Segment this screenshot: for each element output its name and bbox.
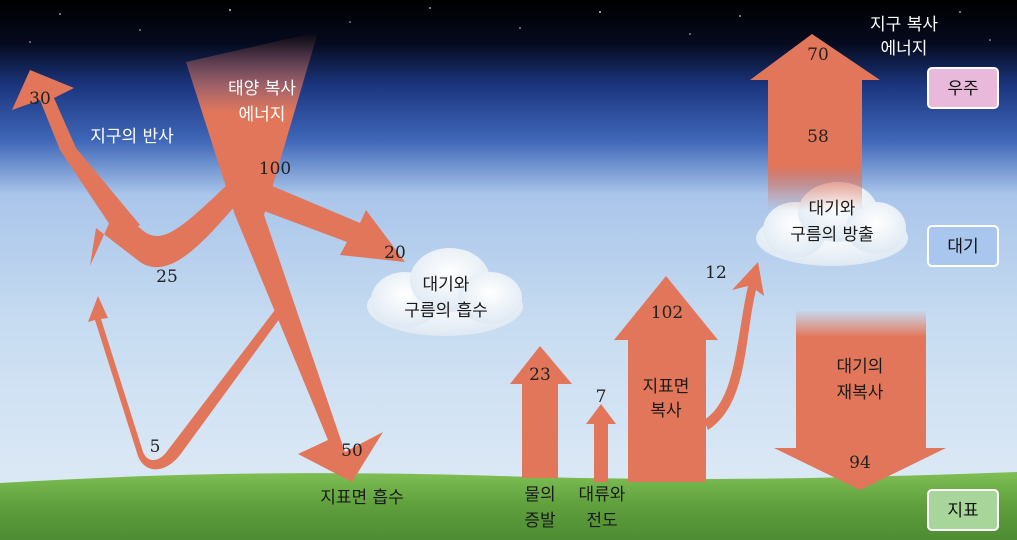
surface-reflect-arrow <box>88 296 283 470</box>
cloud-emit-label-1: 대기와 <box>809 199 856 219</box>
surface-radiation-label-1: 지표면 <box>643 377 690 397</box>
cloud-emit <box>756 182 908 266</box>
solar-label-2: 에너지 <box>239 105 286 125</box>
atmos-reflect-arrow <box>90 182 236 268</box>
layer-badge-atmosphere <box>927 225 999 267</box>
solar-label-1: 태양 복사 <box>228 79 296 99</box>
layer-label-space: 우주 <box>947 79 978 99</box>
value-space-reflect: 30 <box>29 89 51 109</box>
layer-label-surface: 지표 <box>947 501 978 521</box>
values: 30 100 25 20 5 50 23 7 102 12 70 58 94 <box>29 45 871 473</box>
convection-label-2: 전도 <box>586 511 617 531</box>
layer-badge-space <box>927 67 999 109</box>
surface-absorb-label: 지표면 흡수 <box>320 488 404 508</box>
ground <box>0 472 1017 540</box>
value-surface-reflect: 5 <box>150 437 161 457</box>
solar-input-arrow <box>186 32 383 482</box>
value-surface-absorb: 50 <box>341 441 363 461</box>
value-surface-emit: 102 <box>651 303 683 323</box>
reradiation-arrow <box>774 310 946 490</box>
layer-badge-surface <box>927 489 999 531</box>
labels: 지구 복사 에너지 태양 복사 에너지 지구의 반사 대기와 구름의 흡수 대기… <box>90 15 938 531</box>
cloud-absorb-label-1: 대기와 <box>423 275 470 295</box>
value-atmos-absorb: 20 <box>384 243 406 263</box>
convection-arrow <box>586 404 616 482</box>
earth-out-arrow <box>750 34 880 210</box>
cloud-absorb-label-2: 구름의 흡수 <box>404 301 488 321</box>
reradiation-label-1: 대기의 <box>837 357 884 377</box>
surface-to-space-arrow <box>704 262 764 430</box>
value-atmos-reflect: 25 <box>156 267 178 287</box>
evaporation-arrow <box>510 346 572 478</box>
layer-label-atmosphere: 대기 <box>947 237 978 257</box>
earth-radiation-title-1: 지구 복사 <box>870 15 938 35</box>
arrows <box>12 32 946 490</box>
atmos-absorb-arrow <box>248 180 405 262</box>
value-surface-to-space: 12 <box>705 263 727 283</box>
space-reflect-arrow <box>12 70 140 240</box>
earth-reflection-label: 지구의 반사 <box>90 127 174 147</box>
evaporation-label-1: 물의 <box>524 485 555 505</box>
value-reradiation: 94 <box>849 453 871 473</box>
surface-radiation-label-2: 복사 <box>650 401 682 421</box>
stars <box>29 7 991 43</box>
cloud-absorb <box>367 248 523 336</box>
evaporation-label-2: 증발 <box>524 511 556 531</box>
surface-emit-arrow <box>614 276 718 482</box>
cloud-emit-label-2: 구름의 방출 <box>790 225 874 245</box>
value-convection: 7 <box>596 387 607 407</box>
reradiation-label-2: 재복사 <box>837 383 884 403</box>
value-solar-in: 100 <box>259 159 291 179</box>
value-earth-out: 70 <box>807 45 829 65</box>
earth-radiation-title-2: 에너지 <box>881 39 928 59</box>
convection-label-1: 대류와 <box>579 485 626 505</box>
layer-legend: 우주 대기 지표 <box>927 67 999 531</box>
value-atmos-out: 58 <box>807 127 829 147</box>
value-evaporation: 23 <box>529 365 551 385</box>
